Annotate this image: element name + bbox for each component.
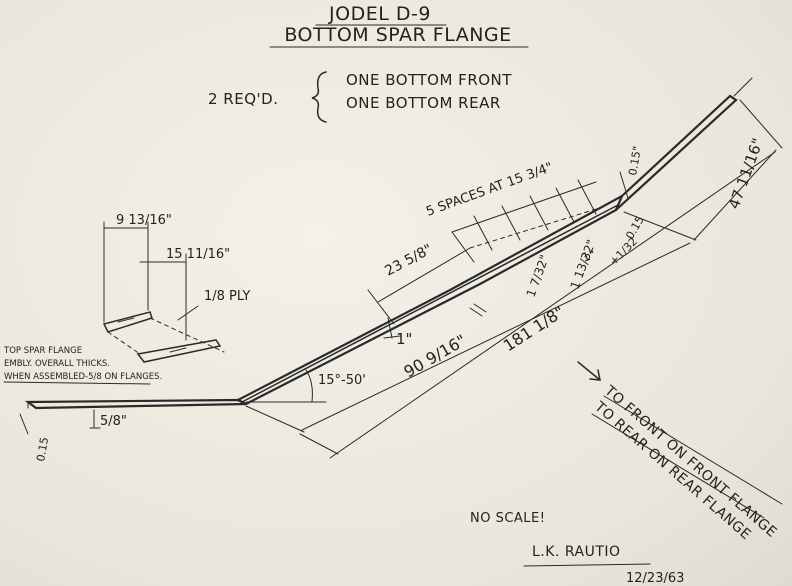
dim-rib-c: 1" <box>580 247 597 265</box>
left-note-underline <box>3 381 151 385</box>
arrow-note-1: TO FRONT ON FRONT FLANGE <box>601 382 780 541</box>
gusset-dimensions <box>103 221 225 355</box>
arrow-note-1-underline <box>603 395 783 505</box>
requirement-qty: 2 REQ'D. <box>208 90 278 108</box>
section-mark-2 <box>473 303 487 313</box>
title-line-1: JODEL D-9 <box>328 3 431 25</box>
left-end-thickness <box>89 409 101 429</box>
left-note-2: EMBLY. OVERALL THICKS. <box>4 359 110 369</box>
dim-outer-label: 47 11/16" <box>725 136 767 212</box>
dim-left-end: 0.15 <box>34 436 51 462</box>
dimension-outer <box>623 149 777 241</box>
dim-overall-label: 181 1/8" <box>500 302 568 355</box>
dim-center-depth: 1" <box>396 330 412 348</box>
ply-gusset-lower <box>136 339 222 363</box>
ply-gusset-upper <box>102 311 153 333</box>
dim-gusset-1: 9 13/16" <box>116 213 172 228</box>
left-note-3: WHEN ASSEMBLED-5/8 ON FLANGES. <box>4 372 162 382</box>
title-line-2: BOTTOM SPAR FLANGE <box>284 24 511 46</box>
dim-angle-label: 15°-50' <box>318 373 366 388</box>
signature-date: 12/23/63 <box>626 571 684 586</box>
dim-tip-right: 0.15" <box>626 145 644 176</box>
center-depth-line <box>387 317 393 339</box>
dim-gusset-2: 15 11/16" <box>166 247 230 262</box>
dim-spaces-label: 5 SPACES AT 15 3/4" <box>424 160 555 220</box>
signature-name: L.K. RAUTIO <box>532 544 621 560</box>
arrow-note-2-underline <box>591 413 765 519</box>
signature-underline <box>523 563 651 567</box>
angle-arc <box>305 369 313 403</box>
dim-rib-a: 1 7/32" <box>524 253 552 299</box>
curly-brace <box>311 71 327 123</box>
dim-tip-label: 0.15 <box>623 214 647 242</box>
tip-thickness-line <box>619 171 629 199</box>
dim-ply: 1/8 PLY <box>204 289 250 304</box>
tip-extension <box>733 77 753 97</box>
requirement-item-2: ONE BOTTOM REAR <box>346 94 501 112</box>
arrow-note-2: TO REAR ON REAR FLANGE <box>591 398 754 543</box>
left-end-line <box>19 413 29 435</box>
scale-note: NO SCALE! <box>470 511 545 526</box>
requirement-item-1: ONE BOTTOM FRONT <box>346 71 512 89</box>
ply-leader <box>177 305 199 321</box>
dim-station-label: 23 5/8" <box>382 241 435 279</box>
dim-rib-b: 1 13/32" <box>568 238 599 291</box>
dim-end-thickness: 5/8" <box>100 414 127 429</box>
left-note-1: TOP SPAR FLANGE <box>3 346 82 356</box>
dimension-overall <box>299 99 783 459</box>
direction-arrow <box>577 361 601 381</box>
dimension-mid <box>245 242 691 433</box>
section-mark-1 <box>469 307 483 317</box>
spar-flange-outline <box>24 94 738 410</box>
rib-spacing-ticks <box>451 179 607 251</box>
center-depth-tick <box>383 335 401 339</box>
dimension-station <box>367 231 475 325</box>
